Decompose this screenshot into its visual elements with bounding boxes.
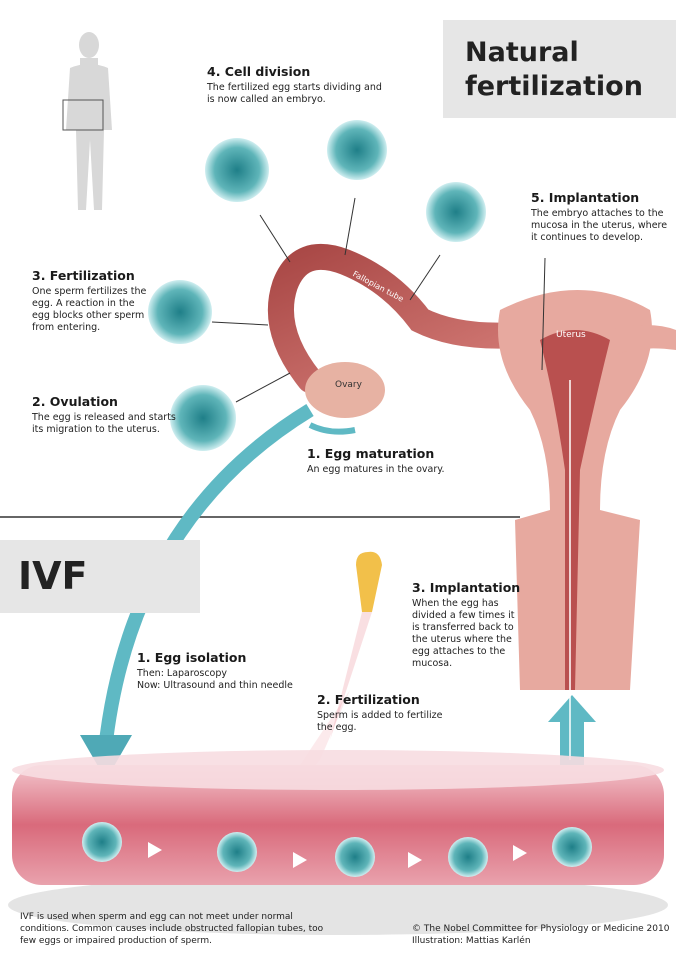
label-uterus: Uterus <box>556 330 586 340</box>
ovary <box>305 362 385 418</box>
step-heading: 5. Implantation <box>531 190 640 205</box>
copyright: © The Nobel Committee for Physiology or … <box>412 924 670 934</box>
step-fertilization: 3. Fertilization One sperm fertilizes th… <box>32 268 152 334</box>
step-ovulation: 2. Ovulation The egg is released and sta… <box>32 394 182 436</box>
step-implantation: 5. Implantation The embryo attaches to t… <box>531 190 671 244</box>
step-heading: 2. Ovulation <box>32 394 118 409</box>
play-arrow-icons <box>148 842 527 868</box>
step-text: The egg is released and starts its migra… <box>32 412 176 435</box>
step-text: Now: Ultrasound and thin needle <box>137 680 293 691</box>
step-heading: 1. Egg isolation <box>137 650 247 665</box>
ivf-title-box: IVF <box>0 540 200 613</box>
natural-title-box: Natural fertilization <box>443 20 676 118</box>
ivf-step-egg-isolation: 1. Egg isolation Then: Laparoscopy Now: … <box>137 650 307 692</box>
cells <box>82 120 592 877</box>
fallopian-tube <box>267 243 573 393</box>
ivf-step-fertilization: 2. Fertilization Sperm is added to ferti… <box>317 692 447 734</box>
step-text: Then: Laparoscopy <box>137 668 228 679</box>
step-text: Sperm is added to fertilize the egg. <box>317 710 443 733</box>
step-cell-division: 4. Cell division The fertilized egg star… <box>207 64 387 106</box>
step-heading: 1. Egg maturation <box>307 446 435 461</box>
step-text: An egg matures in the ovary. <box>307 464 445 475</box>
ivf-title: IVF <box>18 554 88 598</box>
leader-lines <box>211 197 546 403</box>
curved-arrow-icon <box>308 422 356 435</box>
step-heading: 3. Fertilization <box>32 268 135 283</box>
step-heading: 2. Fertilization <box>317 692 420 707</box>
ivf-step-implantation: 3. Implantation When the egg has divided… <box>412 580 524 670</box>
label-ovary: Ovary <box>335 380 362 390</box>
step-heading: 4. Cell division <box>207 64 311 79</box>
zoom-box <box>62 99 104 131</box>
step-text: The fertilized egg starts dividing and i… <box>207 82 382 105</box>
footer-credits: © The Nobel Committee for Physiology or … <box>412 923 672 947</box>
natural-title-line1: Natural <box>465 37 579 68</box>
human-figure <box>66 32 112 210</box>
step-egg-maturation: 1. Egg maturation An egg matures in the … <box>307 446 487 476</box>
step-heading: 3. Implantation <box>412 580 521 595</box>
step-text: The embryo attaches to the mucosa in the… <box>531 208 668 243</box>
petri-dish <box>12 765 664 885</box>
step-text: When the egg has divided a few times it … <box>412 598 515 669</box>
illustration-credit: Illustration: Mattias Karlén <box>412 936 531 946</box>
natural-title-line2: fertilization <box>465 71 643 102</box>
footer-note: IVF is used when sperm and egg can not m… <box>20 912 324 946</box>
step-text: One sperm fertilizes the egg. A reaction… <box>32 286 147 333</box>
